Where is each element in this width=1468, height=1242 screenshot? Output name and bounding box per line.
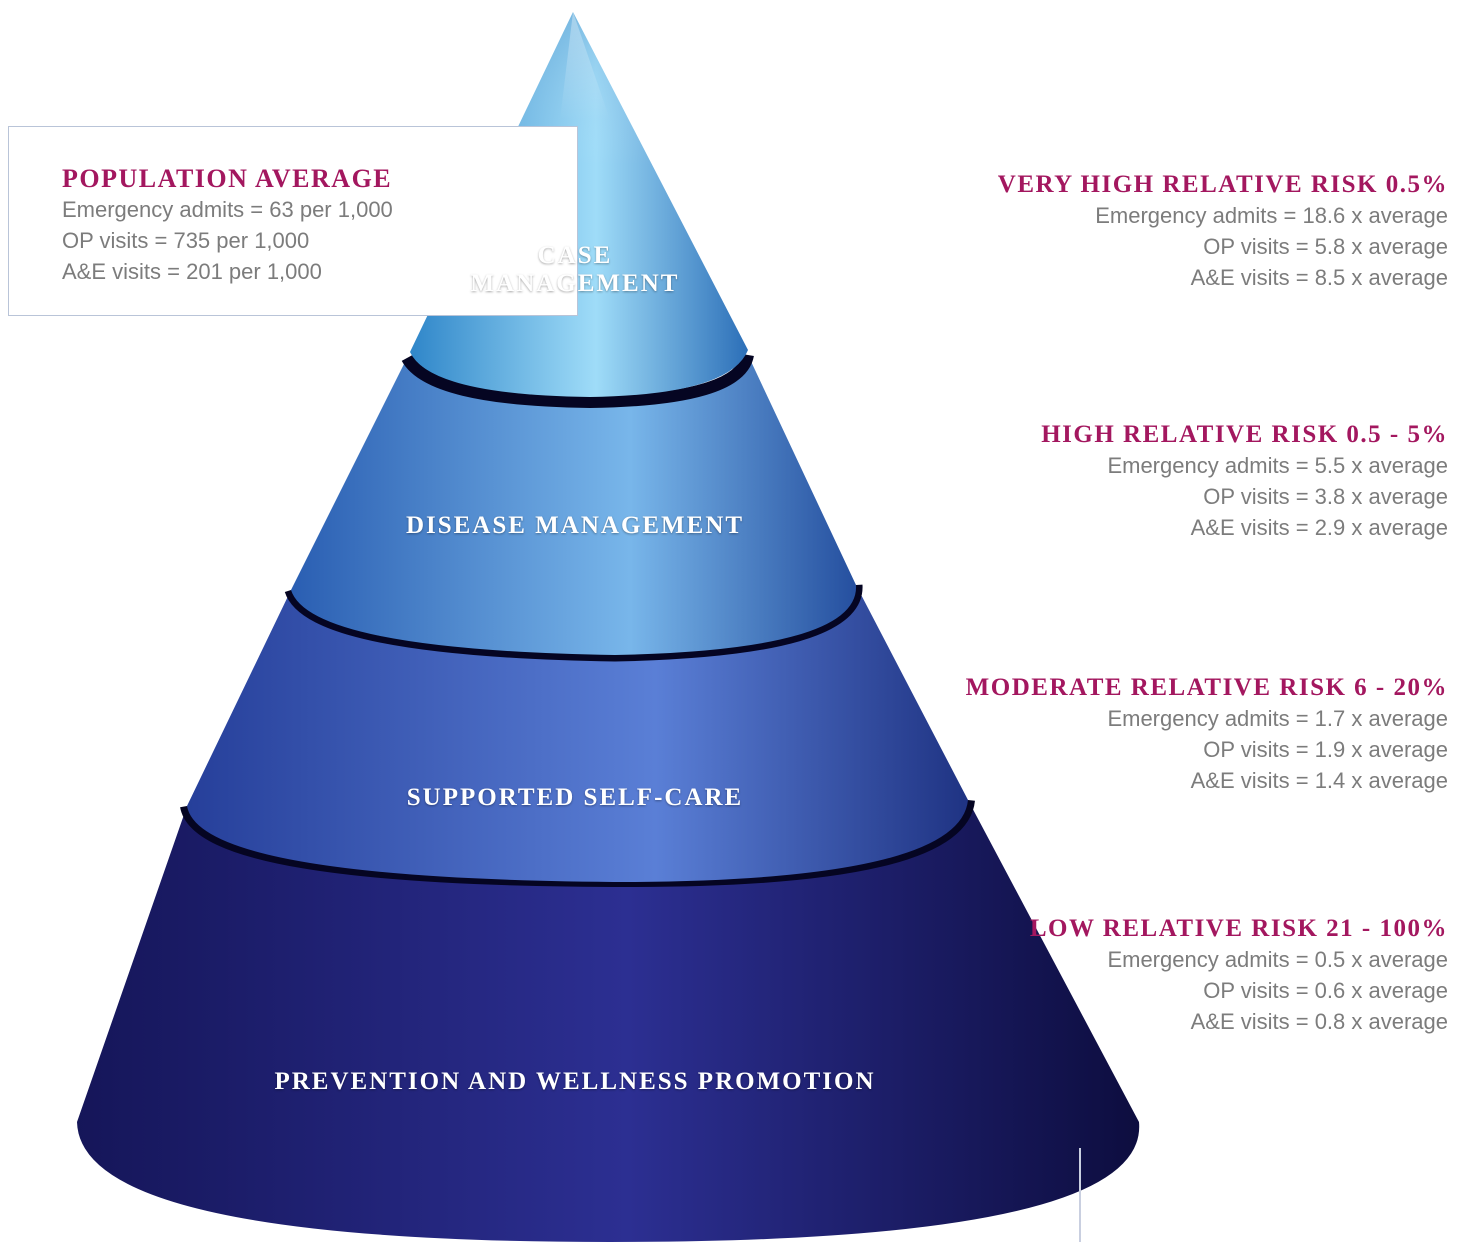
risk-very-high: VERY HIGH RELATIVE RISK 0.5% Emergency a… [998, 170, 1448, 293]
population-average-line: Emergency admits = 63 per 1,000 [62, 197, 393, 222]
risk-line: Emergency admits = 1.7 x average [1107, 706, 1448, 731]
risk-line: A&E visits = 2.9 x average [1190, 515, 1448, 540]
population-average-title: POPULATION AVERAGE [62, 164, 393, 193]
tier-label-disease-management: DISEASE MANAGEMENT [405, 512, 745, 539]
risk-high: HIGH RELATIVE RISK 0.5 - 5% Emergency ad… [1041, 420, 1448, 543]
tier-label-line: CASE [537, 242, 613, 269]
population-average-box [8, 126, 578, 316]
population-average-line: OP visits = 735 per 1,000 [62, 228, 310, 253]
tier-label-supported-self-care: SUPPORTED SELF-CARE [406, 784, 744, 811]
risk-line: Emergency admits = 18.6 x average [1095, 203, 1448, 228]
risk-title: MODERATE RELATIVE RISK 6 - 20% [965, 674, 1448, 701]
tier-label-case-management: CASE MANAGEMENT [0, 242, 1150, 298]
risk-low: LOW RELATIVE RISK 21 - 100% Emergency ad… [1030, 914, 1448, 1037]
population-average-content: POPULATION AVERAGE Emergency admits = 63… [62, 164, 393, 287]
tier-disease-management-shape [291, 355, 857, 655]
tier-self-care-shape [187, 585, 968, 882]
risk-line: OP visits = 1.9 x average [1203, 737, 1448, 762]
risk-line: A&E visits = 8.5 x average [1190, 265, 1448, 290]
risk-line: Emergency admits = 5.5 x average [1107, 453, 1448, 478]
risk-title: VERY HIGH RELATIVE RISK 0.5% [997, 171, 1448, 198]
risk-line: OP visits = 5.8 x average [1203, 234, 1448, 259]
risk-line: OP visits = 0.6 x average [1203, 978, 1448, 1003]
tier-label-line: MANAGEMENT [470, 270, 680, 297]
risk-line: Emergency admits = 0.5 x average [1107, 947, 1448, 972]
risk-title: HIGH RELATIVE RISK 0.5 - 5% [1041, 421, 1448, 448]
tier-prevention-shape [1, 0, 1140, 1242]
tier-label-prevention: PREVENTION AND WELLNESS PROMOTION [274, 1068, 876, 1095]
population-average-line: A&E visits = 201 per 1,000 [62, 259, 322, 284]
divider-line [1079, 1148, 1081, 1242]
risk-line: A&E visits = 0.8 x average [1190, 1009, 1448, 1034]
risk-line: A&E visits = 1.4 x average [1190, 768, 1448, 793]
risk-line: OP visits = 3.8 x average [1203, 484, 1448, 509]
risk-title: LOW RELATIVE RISK 21 - 100% [1029, 915, 1448, 942]
risk-moderate: MODERATE RELATIVE RISK 6 - 20% Emergency… [966, 673, 1448, 796]
